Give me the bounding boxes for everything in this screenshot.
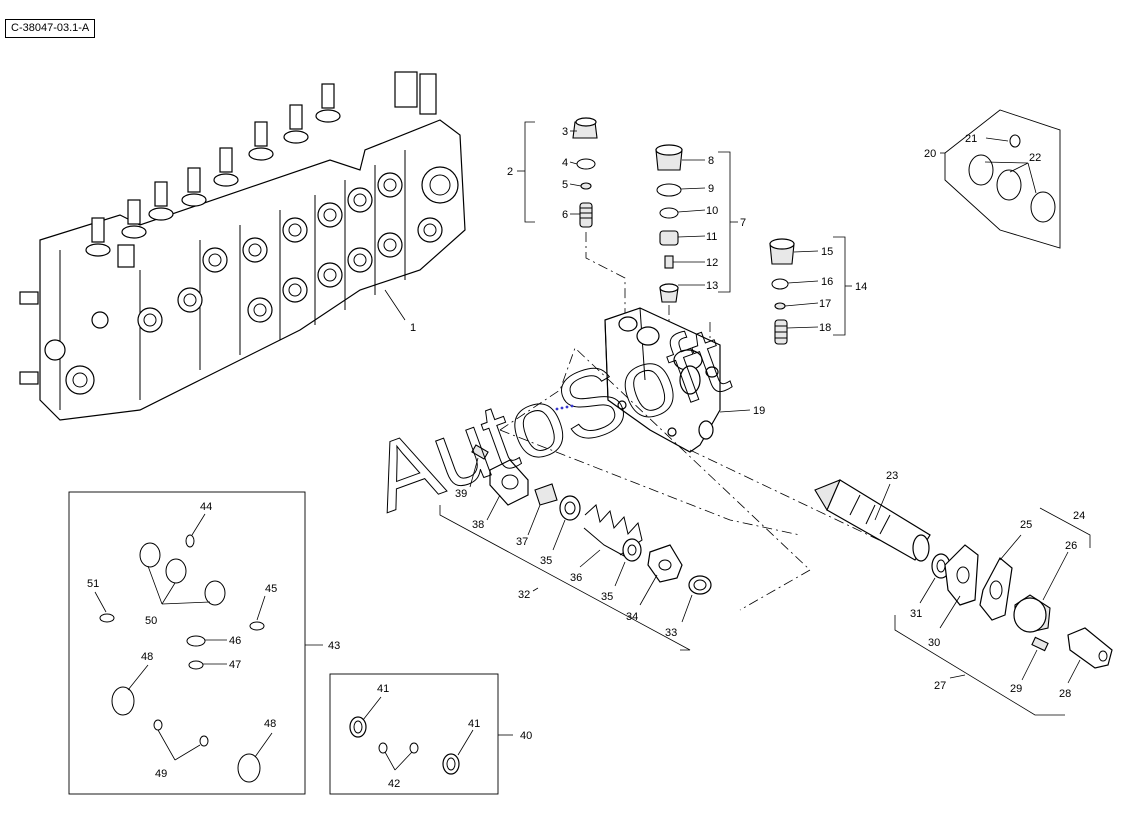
spring-36 [583,504,643,558]
callout-32: 32 [518,589,530,601]
callout-18: 18 [819,322,831,334]
document-id-label: C-38047-03.1-A [5,19,96,38]
callout-33: 33 [665,627,677,639]
spool-23 [814,479,931,562]
valve-ports [44,166,459,395]
callout-42: 42 [388,778,400,790]
callout-9: 9 [708,183,714,195]
callout-19: 19 [753,405,765,417]
callout-4: 4 [562,157,568,169]
relief-valve-group-14 [699,236,846,371]
callout-5: 5 [562,179,568,191]
seal-kit-20 [944,109,1061,249]
callout-13: 13 [706,280,718,292]
callout-46: 46 [229,635,241,647]
callout-11: 11 [706,231,717,243]
callout-49: 49 [155,768,167,780]
callout-15: 15 [821,246,833,258]
callout-8: 8 [708,155,714,167]
spring-return-group-32 [439,444,712,651]
seal-kit-40 [329,673,499,795]
callout-25: 25 [1020,519,1032,531]
leader-lines [94,130,1081,771]
callout-27: 27 [934,680,946,692]
callout-30: 30 [928,637,940,649]
cap-group-27 [894,507,1113,716]
callout-35b: 35 [601,591,613,603]
callout-labels: 1 2 3 4 5 6 7 8 9 10 11 12 13 14 15 16 1… [87,126,1085,790]
callout-38: 38 [472,519,484,531]
callout-17: 17 [819,298,831,310]
callout-35a: 35 [540,555,552,567]
callout-40: 40 [520,730,532,742]
callout-51: 51 [87,578,99,590]
callout-23: 23 [886,470,898,482]
callout-45: 45 [265,583,277,595]
watermark-dots [555,404,574,411]
callout-29: 29 [1010,683,1022,695]
callout-48a: 48 [141,651,153,663]
callout-31: 31 [910,608,922,620]
callout-41b: 41 [468,718,480,730]
callout-14: 14 [855,281,867,293]
callout-41a: 41 [377,683,389,695]
callout-48b: 48 [264,718,276,730]
callout-21: 21 [965,133,977,145]
callout-34: 34 [626,611,638,623]
callout-3: 3 [562,126,568,138]
callout-47: 47 [229,659,241,671]
callout-43: 43 [328,640,340,652]
relief-valve-group-7 [655,144,731,352]
callout-24: 24 [1073,510,1085,522]
seal-kit-43 [68,491,306,795]
callout-12: 12 [706,257,718,269]
callout-1: 1 [410,322,416,334]
callout-37: 37 [516,536,528,548]
callout-20: 20 [924,148,936,160]
spool-levers [85,83,341,257]
inlet-fittings [19,71,437,385]
callout-6: 6 [562,209,568,221]
callout-50: 50 [145,615,157,627]
callout-7: 7 [740,217,746,229]
callout-2: 2 [507,166,513,178]
callout-39: 39 [455,488,467,500]
callout-22: 22 [1029,152,1041,164]
callout-26: 26 [1065,540,1077,552]
control-valve-assembly [19,71,466,421]
valve-block-19 [604,307,721,453]
relief-valve-group-2 [524,117,626,318]
callout-36: 36 [570,572,582,584]
callout-28: 28 [1059,688,1071,700]
callout-44: 44 [200,501,212,513]
callout-16: 16 [821,276,833,288]
callout-10: 10 [706,205,718,217]
